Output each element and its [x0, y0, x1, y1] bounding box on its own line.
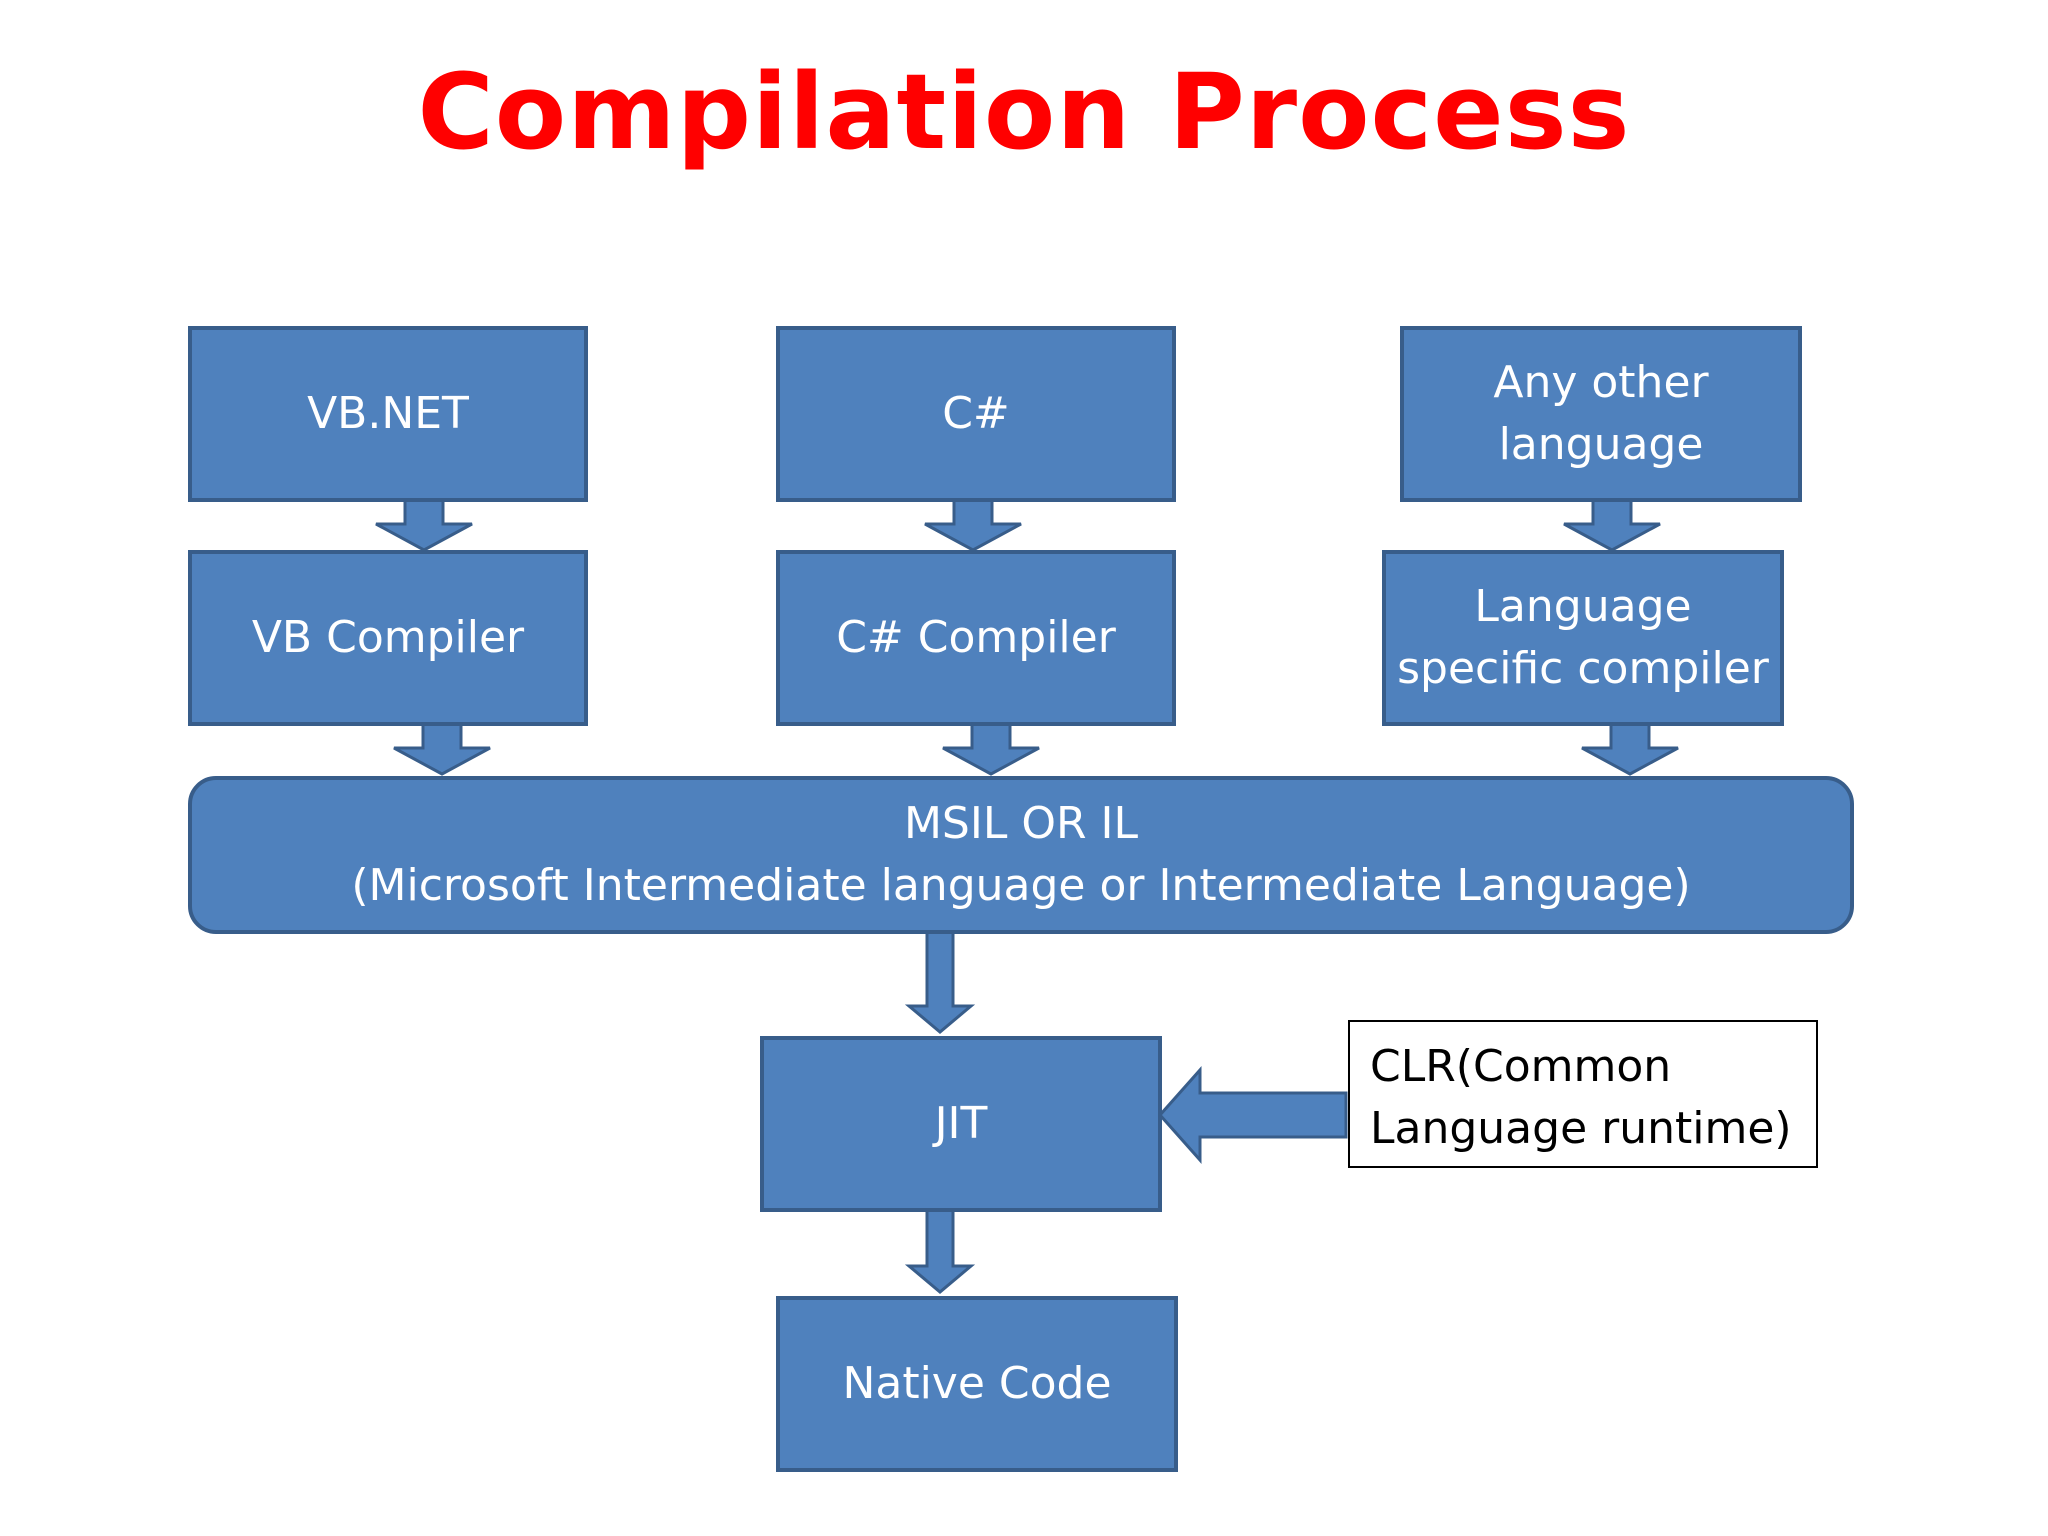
compiler-box-vb: VB Compiler — [188, 550, 588, 726]
arrow-csharp-to-csharp-compiler — [924, 498, 1022, 552]
compiler-box-csharp: C# Compiler — [776, 550, 1176, 726]
jit-box: JIT — [760, 1036, 1162, 1212]
il-box: MSIL OR IL (Microsoft Intermediate langu… — [188, 776, 1854, 934]
clr-box: CLR(Common Language runtime) — [1348, 1020, 1818, 1168]
arrow-il-to-jit — [904, 930, 976, 1034]
arrow-vbnet-to-vb-compiler — [375, 498, 473, 552]
arrow-other-to-specific-compiler — [1563, 498, 1661, 552]
language-box-vbnet: VB.NET — [188, 326, 588, 502]
arrow-csharp-compiler-to-il — [942, 722, 1040, 776]
language-box-csharp: C# — [776, 326, 1176, 502]
arrow-clr-to-jit — [1157, 1066, 1348, 1164]
compiler-box-specific: Language specific compiler — [1382, 550, 1784, 726]
language-box-other: Any other language — [1400, 326, 1802, 502]
arrow-vb-compiler-to-il — [393, 722, 491, 776]
native-code-box: Native Code — [776, 1296, 1178, 1472]
arrow-specific-compiler-to-il — [1581, 722, 1679, 776]
page-title: Compilation Process — [417, 51, 1631, 173]
arrow-jit-to-native — [904, 1208, 976, 1294]
